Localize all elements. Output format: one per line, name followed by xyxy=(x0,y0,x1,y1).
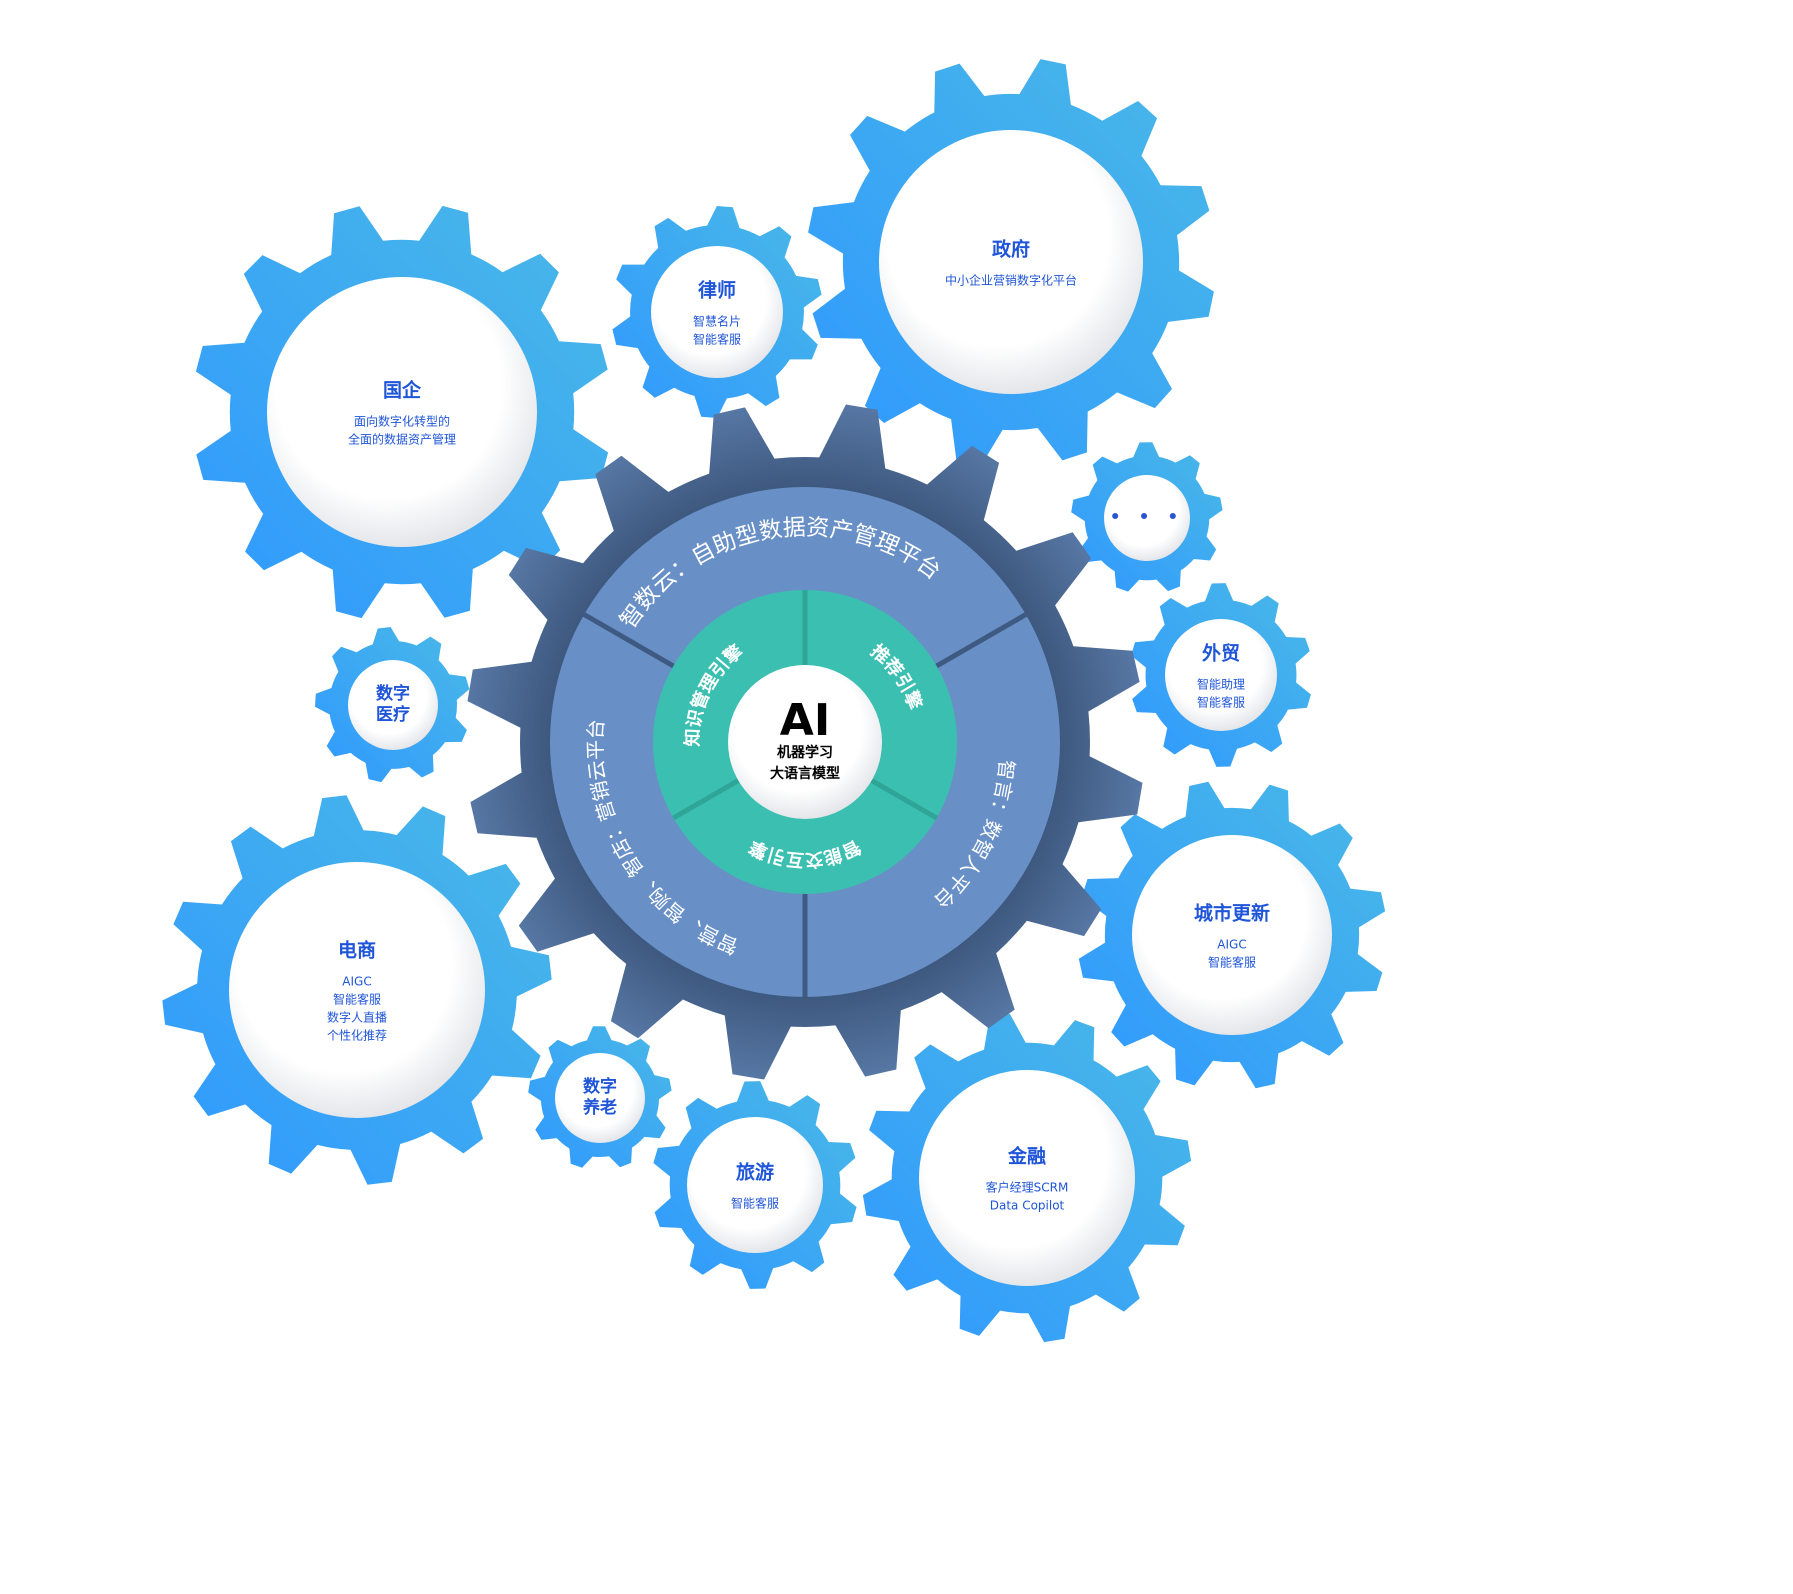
core-title: AI xyxy=(779,695,831,746)
core-line: 大语言模型 xyxy=(770,766,840,782)
gear-waimao xyxy=(1131,583,1311,767)
gear-center xyxy=(879,130,1143,394)
gear-label-dianshang: 电商 AIGC 智能客服数字人直播个性化推荐 xyxy=(327,936,387,1045)
gear-subtitle: 智能客服 xyxy=(1207,955,1257,970)
gear-dianshang xyxy=(162,795,552,1185)
gear-subtitle: Data Copilot xyxy=(989,1198,1065,1213)
gear-center xyxy=(651,246,783,378)
gear-subtitle: 智能客服 xyxy=(692,332,742,347)
gear-label-yiliao: 数字 医疗 xyxy=(376,684,410,726)
gear-subtitle: AIGC xyxy=(1217,937,1247,952)
gear-subtitle: 面向数字化转型的 xyxy=(353,414,451,429)
gear-subtitle: 智能客服 xyxy=(1196,695,1246,710)
gear-label-lvshi: 律师智慧名片智能客服 xyxy=(693,276,741,349)
gear-jinrong xyxy=(862,1013,1192,1343)
gear-center xyxy=(555,1053,645,1143)
central-gear: 智数云：自助型数据资产管理平台 智营、智购、智店：营销云平台 智言：数智人平台 … xyxy=(467,404,1143,1080)
gear-center xyxy=(1165,619,1277,731)
segment-divider xyxy=(582,612,677,670)
gear-subtitle: 数字人直播 xyxy=(326,1010,388,1025)
gear-label-yanglao: 数字 养老 xyxy=(583,1077,617,1119)
gear-title: 城市更新 xyxy=(1193,902,1271,925)
gear-title: 外贸 xyxy=(1201,642,1241,665)
gear-label-zhengfu: 政府中小企业营销数字化平台 xyxy=(945,235,1077,290)
gear-subtitle: 智慧名片 xyxy=(692,314,742,329)
gear-title: 国企 xyxy=(382,379,422,402)
gear-guoqi xyxy=(195,205,609,619)
gear-title: 电商 xyxy=(337,939,377,962)
gear-lvshi xyxy=(612,206,822,418)
gear-center xyxy=(687,1117,823,1253)
gear-subtitle: 智能客服 xyxy=(332,992,382,1007)
gear-title: 政府 xyxy=(991,238,1031,261)
gear-center xyxy=(1132,835,1332,1035)
gear-title: 数字 养老 xyxy=(583,1077,617,1118)
segment-divider xyxy=(672,778,740,821)
gear-subtitle: 客户经理SCRM xyxy=(985,1180,1069,1195)
gear-yiliao xyxy=(315,627,470,783)
gear-label-chengshi: 城市更新 AIGC 智能客服 xyxy=(1194,899,1270,972)
gear-center xyxy=(919,1070,1135,1286)
gear-subtitle: 全面的数据资产管理 xyxy=(347,432,457,447)
gear-lvyou xyxy=(653,1081,857,1289)
gear-center xyxy=(229,862,485,1118)
segment-divider xyxy=(870,778,938,821)
gear-subtitle: AIGC xyxy=(342,974,372,989)
core-circle xyxy=(728,665,882,819)
gear-title: 律师 xyxy=(697,279,737,302)
gear-label-waimao: 外贸智能助理智能客服 xyxy=(1197,639,1245,712)
segment-divider xyxy=(933,612,1028,670)
gear-yanglao xyxy=(528,1026,672,1168)
gear-more xyxy=(1071,442,1223,592)
gear-subtitle: 个性化推荐 xyxy=(326,1028,388,1043)
gear-chengshi xyxy=(1078,781,1386,1089)
gear-title: 数字 医疗 xyxy=(376,684,410,725)
gear-subtitle: 智能助理 xyxy=(1196,677,1246,692)
gear-title: 金融 xyxy=(1007,1145,1047,1168)
gear-label-lvyou: 旅游智能客服 xyxy=(731,1158,779,1213)
gear-subtitle: 中小企业营销数字化平台 xyxy=(944,273,1078,288)
gear-zhengfu xyxy=(808,59,1214,465)
gear-center xyxy=(1104,475,1190,561)
core-label: AI 机器学习 大语言模型 xyxy=(770,699,840,785)
core-line: 机器学习 xyxy=(777,745,833,761)
gear-label-jinrong: 金融客户经理SCRM Data Copilot xyxy=(986,1142,1069,1215)
gear-title: • • • xyxy=(1109,507,1185,528)
gear-center xyxy=(267,277,537,547)
gear-center xyxy=(348,660,438,750)
gear-title: 旅游 xyxy=(735,1161,775,1184)
gear-label-more: • • • xyxy=(1110,508,1184,529)
gear-subtitle: 智能客服 xyxy=(730,1196,780,1211)
gear-label-guoqi: 国企面向数字化转型的全面的数据资产管理 xyxy=(348,376,456,449)
